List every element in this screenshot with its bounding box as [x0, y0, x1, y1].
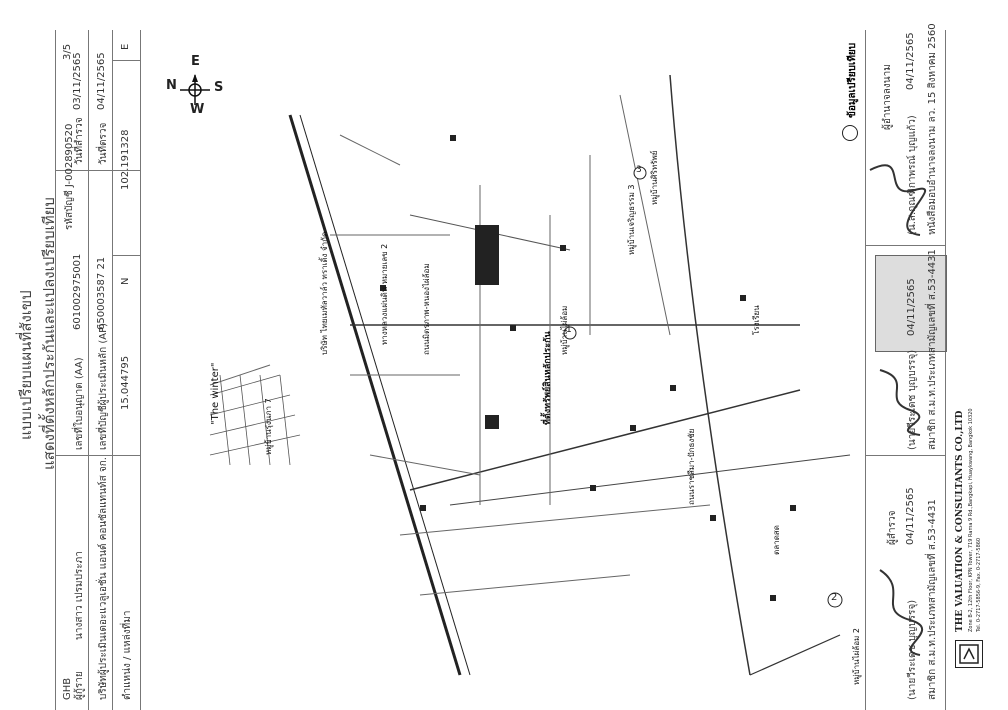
appraiser-value: เดอะแวลูเอชั่น แอนด์ คอนซัลแทนท์ส จก.	[98, 457, 109, 635]
right-signer-date: 04/11/2565	[905, 32, 916, 90]
compass-e: E	[191, 54, 200, 69]
right-signer-name: (น.ส.กุณฑิกาพรณ์ บุญแก้ว)	[907, 115, 918, 235]
table-border	[88, 30, 89, 710]
location-label: ตำแหน่ง / แหล่งที่มา	[122, 610, 133, 700]
location-map: "The winter" หมู่บ้านรุ่งนภา 7 ทางหลวงแผ…	[150, 35, 861, 695]
signature-border	[865, 30, 866, 710]
mid-signer-name: (นายวีระเดช บุญบรรจุ)	[907, 349, 918, 450]
signature-left	[879, 569, 924, 656]
company-name: THE VALUATION & CONSULTANTS CO.,LTD	[955, 410, 965, 632]
right-signer-note: หนังสือมอบอำนาจลงนาม ลว. 15 สิงหาคม 2560	[927, 23, 938, 235]
signature-right	[869, 164, 927, 236]
left-signer-license: สมาชิก ส.ม.ท.ประเภทสามัญเลขที่ ส.53-4431	[927, 499, 938, 700]
date-survey-label: วันที่สำรวจ	[74, 117, 85, 165]
table-border	[140, 30, 141, 710]
map-label: บริษัท ไทยเมทัลวาล์ว ทราเดิ้ง จำกัด	[320, 231, 329, 355]
compass-n: N	[166, 78, 177, 93]
n-value: 15.044795	[120, 355, 131, 410]
signature-border	[945, 30, 946, 710]
document-subtitle: แสดงที่ตั้งหลักประกันและแปลงเปรียบเทียบ	[40, 197, 58, 470]
table-border	[55, 170, 140, 171]
marker-3: 3	[636, 165, 642, 175]
marker-2: 2	[831, 592, 838, 603]
company-address: Zone B-2, 12th Floor, KPN Tower, 719 Ram…	[968, 408, 974, 632]
map-label: หมู่บ้านรุ่งนภา 7	[264, 398, 273, 455]
map-label: หมู่บ้านศิริทรัพย์	[650, 150, 659, 206]
stamp-date: 04/11/2565	[906, 278, 917, 336]
date-check-value: 04/11/2565	[96, 52, 107, 110]
borrower-label: ผู้กู้ราย	[74, 671, 85, 700]
company-contact: Tel. 0-2717-5856-9, Fax. 0-2717-5860	[976, 537, 982, 632]
compass-icon: N W E S	[160, 54, 224, 120]
table-border	[112, 60, 140, 61]
borrower-value: นางสาว เปรมประภา	[74, 551, 85, 640]
map-label: ทางหลวงแผ่นดิน หมายเลข 2	[380, 243, 389, 345]
compass-w: W	[190, 102, 205, 117]
n-label: N	[120, 277, 131, 285]
license-aa-label: เลขที่ใบอนุญาต (AA)	[74, 357, 85, 450]
e-label: E	[120, 43, 131, 50]
marker-1: 1	[566, 325, 572, 335]
map-label: ถนนมิตรภาพ-หนองไผ่ล้อม	[422, 263, 431, 355]
map-label: โรงเรียน	[752, 305, 761, 335]
compare-label: ข้อมูลเปรียบเทียบ	[847, 42, 858, 118]
date-check-label: วันที่ตรวจ	[98, 122, 109, 165]
compare-circle-icon	[842, 125, 858, 141]
e-value: 102.191328	[120, 129, 131, 190]
signature-border	[865, 245, 945, 246]
license-ap-label: เลขที่บัญชีผู้ประเมินหลัก (AP)	[98, 322, 109, 450]
document-title: แบบเปรียบแผนที่สังเขป	[17, 290, 35, 440]
map-label: หมู่บ้านเจริญธรรม 3	[627, 184, 636, 255]
left-signer-name: (นายวีระเดช บุญบรรจุ)	[907, 599, 918, 700]
map-label: ตลาดสด	[772, 525, 781, 555]
left-signer-date: 04/11/2565	[905, 487, 916, 545]
license-aa-value: 601002975001	[72, 253, 83, 330]
table-border	[112, 30, 113, 710]
right-signer-role: ผู้อำนาจลงนาม	[882, 64, 893, 130]
signature-mid	[879, 369, 921, 436]
table-border	[55, 455, 140, 456]
official-stamp: 04/11/2565	[875, 255, 947, 352]
left-signer-role: ผู้สำรวจ	[887, 510, 898, 545]
table-border	[112, 255, 140, 256]
license-ap-value: 650003587 21	[96, 256, 107, 330]
map-label: ที่ตั้งทรัพย์สินหลักประกัน	[543, 331, 553, 425]
map-label: ถนนราชสีมา-ปักธงชัย	[687, 428, 696, 505]
company-logo	[955, 640, 983, 668]
table-border	[55, 30, 56, 710]
date-survey-value: 03/11/2565	[72, 52, 83, 110]
compass-s: S	[214, 80, 224, 95]
appraiser-label: บริษัทผู้ประเมิน	[98, 635, 109, 700]
map-label: "The winter"	[210, 362, 221, 425]
map-label: หมู่บ้านไผ่ล้อม 2	[852, 628, 861, 685]
road-network	[209, 74, 851, 676]
mid-signer-license: สมาชิก ส.ม.ท.ประเภทสามัญเลขที่ ส.53-4431	[927, 249, 938, 450]
signature-border	[865, 455, 945, 456]
